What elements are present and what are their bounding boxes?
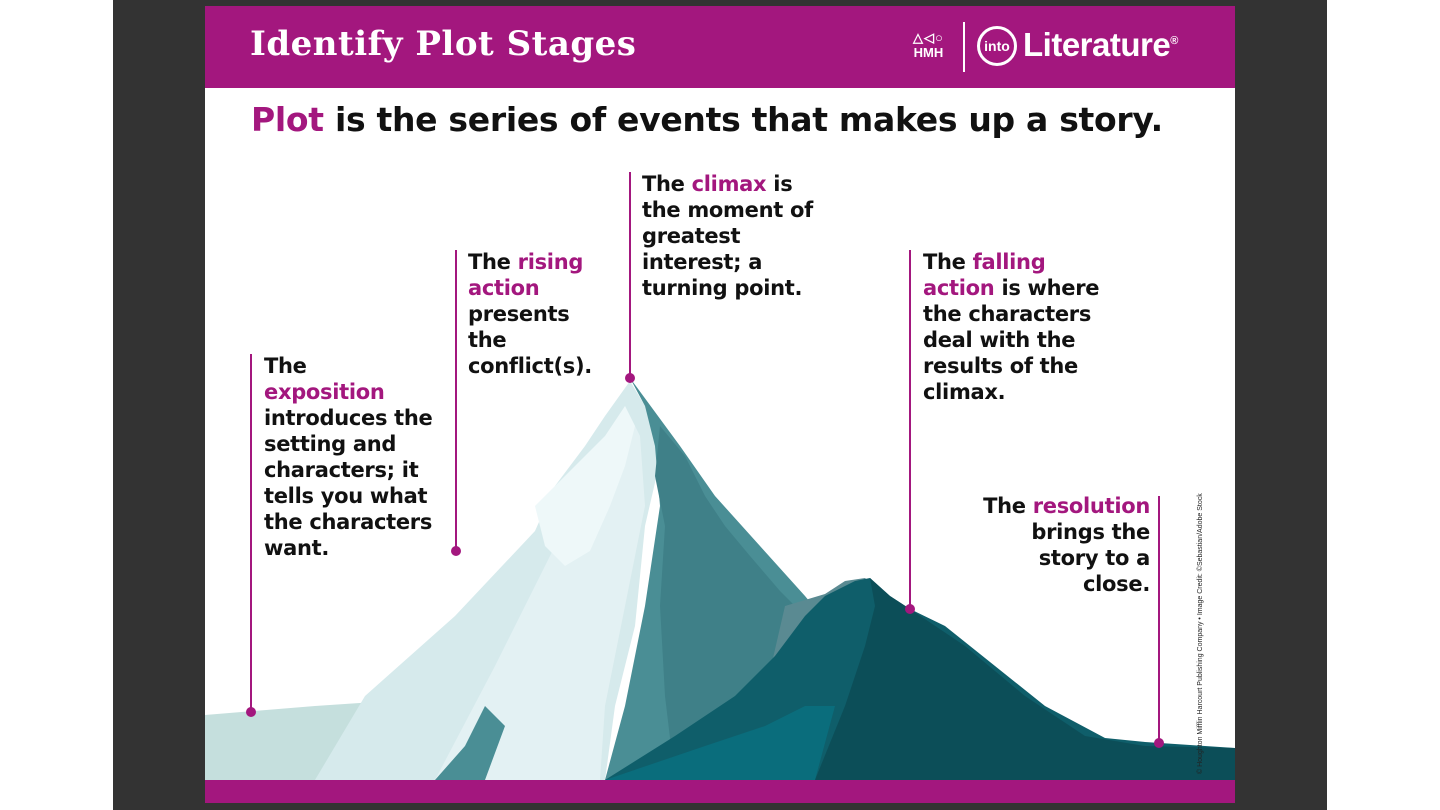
header-bar: Identify Plot Stages △◁○ HMH into Litera…	[205, 6, 1235, 88]
mountain-illustration	[205, 378, 1235, 780]
exposition-dot	[246, 707, 256, 717]
exposition-callout: The exposition introduces the setting an…	[264, 353, 434, 561]
falling-action-callout: The falling action is where the characte…	[923, 249, 1113, 405]
falling-action-line	[909, 250, 911, 606]
rising-action-description: presents the conflict(s).	[468, 302, 592, 378]
exposition-line	[250, 354, 252, 712]
hmh-shapes-icon: △◁○	[913, 30, 944, 45]
falling-action-description: is where the characters deal with the re…	[923, 276, 1100, 404]
mountain-dark-foreground	[605, 706, 835, 780]
falling-action-dot	[905, 604, 915, 614]
rising-action-pre: The	[468, 250, 518, 274]
climax-line	[629, 172, 631, 378]
mountain-snow-highlight	[535, 406, 635, 566]
image-credit-text: © Houghton Mifflin Harcourt Publishing C…	[1197, 493, 1204, 774]
exposition-pre: The	[264, 354, 307, 378]
resolution-term: resolution	[1032, 494, 1151, 518]
rising-action-dot	[451, 546, 461, 556]
exposition-description: introduces the setting and characters; i…	[264, 406, 433, 560]
resolution-description: brings the story to a close.	[1031, 520, 1150, 596]
falling-action-pre: The	[923, 250, 973, 274]
hmh-text: HMH	[913, 45, 944, 60]
resolution-line	[1158, 496, 1160, 741]
rising-action-term: rising action	[468, 250, 584, 300]
hmh-logo: △◁○ HMH	[913, 30, 944, 60]
mountain-left-shadow	[435, 706, 505, 780]
plot-keyword: Plot	[251, 100, 324, 139]
climax-pre: The	[642, 172, 692, 196]
climax-callout: The climax is the moment of greatest int…	[642, 171, 837, 301]
rising-action-callout: The rising action presents the conflict(…	[468, 249, 608, 379]
literature-logo: Literature®	[1023, 26, 1178, 64]
mountain-dark-shadow	[815, 578, 1235, 780]
slide-title: Identify Plot Stages	[250, 24, 637, 64]
climax-term: climax	[691, 172, 767, 196]
falling-action-term: falling action	[923, 250, 1046, 300]
literature-word: Literature	[1023, 26, 1171, 63]
plot-definition-text: is the series of events that makes up a …	[323, 100, 1163, 139]
viewer-margin-left	[0, 0, 113, 810]
logo-divider	[963, 22, 965, 72]
image-credit: © Houghton Mifflin Harcourt Publishing C…	[1197, 493, 1213, 774]
plot-definition: Plot is the series of events that makes …	[251, 100, 1163, 139]
resolution-dot	[1154, 738, 1164, 748]
climax-description: is the moment of greatest interest; a tu…	[642, 172, 813, 300]
resolution-pre: The	[983, 494, 1033, 518]
footer-bar	[205, 780, 1235, 803]
resolution-callout: The resolution brings the story to a clo…	[983, 493, 1150, 597]
viewer-margin-right	[1327, 0, 1440, 810]
exposition-term: exposition	[264, 380, 385, 404]
slide: Identify Plot Stages △◁○ HMH into Litera…	[205, 6, 1235, 803]
into-logo-icon: into	[977, 26, 1017, 66]
climax-dot	[625, 373, 635, 383]
mountain-mid-shadow	[655, 426, 805, 780]
registered-mark: ®	[1170, 35, 1178, 47]
rising-action-line	[455, 250, 457, 550]
